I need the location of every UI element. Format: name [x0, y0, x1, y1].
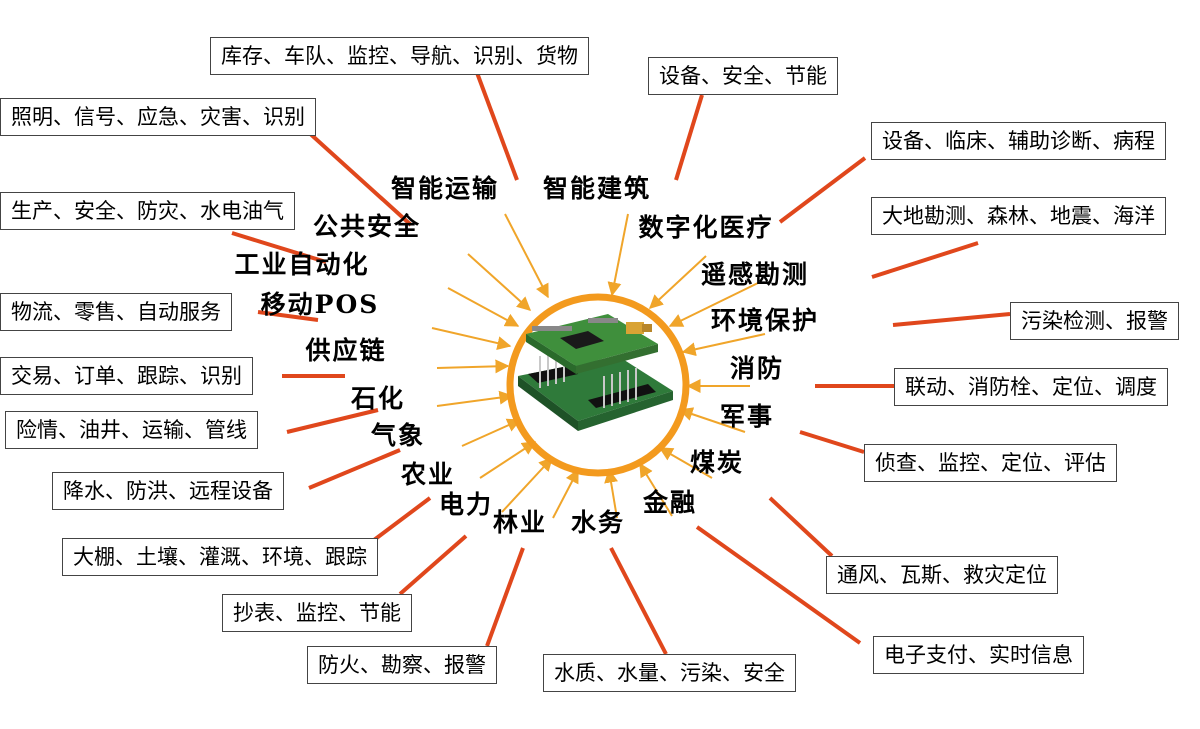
- category-label-public-safety: 公共安全: [312, 212, 422, 241]
- detail-box-water: 水质、水量、污染、安全: [543, 654, 796, 692]
- detail-box-forestry: 防火、勘察、报警: [307, 646, 497, 684]
- arrow-environment: [681, 333, 766, 357]
- detail-box-agriculture: 大棚、土壤、灌溉、环境、跟踪: [62, 538, 378, 576]
- detail-box-public-safety: 照明、信号、应急、灾害、识别: [0, 98, 316, 136]
- arrow-transport: [504, 213, 549, 299]
- arrow-supply-chain: [436, 359, 510, 374]
- arrow-petrochemical: [436, 390, 514, 407]
- category-label-petrochemical: 石化: [350, 384, 406, 413]
- arrow-remote-sensing: [668, 282, 759, 327]
- category-label-agriculture: 农业: [400, 460, 456, 489]
- category-label-remote-sensing: 遥感勘测: [700, 260, 810, 289]
- category-label-fire: 消防: [729, 354, 785, 383]
- connector-military: [799, 430, 865, 454]
- category-label-coal: 煤炭: [689, 448, 745, 477]
- arrow-power: [501, 456, 553, 513]
- category-label-water: 水务: [570, 508, 626, 537]
- connector-public-safety: [304, 128, 413, 227]
- connector-water: [609, 547, 668, 655]
- zigbee-module-image: [518, 314, 673, 431]
- arrow-lines: [431, 213, 766, 519]
- arrow-medical: [648, 255, 707, 309]
- category-label-weather: 气象: [370, 421, 426, 450]
- connector-transport: [471, 61, 519, 181]
- arrow-water: [604, 468, 618, 519]
- connector-building: [674, 94, 704, 181]
- detail-box-environment: 污染检测、报警: [1010, 302, 1179, 340]
- category-label-forestry: 林业: [492, 508, 548, 537]
- category-label-environment: 环境保护: [710, 306, 820, 335]
- detail-box-power: 抄表、监控、节能: [222, 594, 412, 632]
- connector-weather: [308, 448, 401, 490]
- connector-remote-sensing: [871, 241, 979, 279]
- detail-box-weather: 降水、防洪、远程设备: [52, 472, 284, 510]
- connector-petrochemical: [286, 408, 379, 434]
- center-ring: [506, 293, 690, 477]
- detail-box-remote-sensing: 大地勘测、森林、地震、海洋: [871, 197, 1166, 235]
- detail-box-finance: 电子支付、实时信息: [873, 636, 1084, 674]
- connector-mobile-pos: [257, 310, 319, 322]
- arrow-military: [678, 407, 746, 433]
- connector-power: [398, 534, 468, 596]
- detail-box-medical: 设备、临床、辅助诊断、病程: [871, 122, 1166, 160]
- arrow-industrial: [447, 287, 520, 327]
- connector-forestry: [485, 547, 525, 647]
- detail-box-coal: 通风、瓦斯、救灾定位: [826, 556, 1058, 594]
- category-label-mobile-pos: 移动POS: [260, 290, 380, 319]
- detail-box-transport: 库存、车队、监控、导航、识别、货物: [210, 37, 589, 75]
- category-label-building: 智能建筑: [542, 174, 652, 203]
- category-label-supply-chain: 供应链: [305, 336, 387, 365]
- arrow-agriculture: [479, 441, 537, 479]
- connector-coal: [768, 496, 834, 558]
- detail-box-petrochemical: 险情、油井、运输、管线: [5, 411, 258, 449]
- category-label-finance: 金融: [642, 488, 698, 517]
- category-label-power: 电力: [438, 490, 494, 519]
- detail-box-military: 侦查、监控、定位、评估: [864, 444, 1117, 482]
- detail-box-fire: 联动、消防栓、定位、调度: [894, 368, 1168, 406]
- arrow-mobile-pos: [431, 327, 512, 350]
- arrow-building: [607, 213, 629, 297]
- connector-lines: [231, 61, 1011, 655]
- category-label-military: 军事: [719, 402, 775, 431]
- detail-box-mobile-pos: 物流、零售、自动服务: [0, 293, 232, 331]
- category-label-transport: 智能运输: [390, 174, 500, 203]
- connector-medical: [778, 156, 867, 224]
- detail-box-industrial: 生产、安全、防灾、水电油气: [0, 192, 295, 230]
- detail-box-supply-chain: 交易、订单、跟踪、识别: [0, 357, 253, 395]
- arrow-forestry: [552, 468, 579, 519]
- arrow-finance: [639, 462, 673, 517]
- arrow-public-safety: [467, 253, 532, 311]
- arrow-weather: [461, 418, 522, 447]
- detail-box-building: 设备、安全、节能: [648, 57, 838, 95]
- connector-environment: [892, 312, 1011, 327]
- connector-agriculture: [372, 496, 432, 542]
- connector-finance: [695, 525, 862, 645]
- connector-industrial: [231, 231, 327, 264]
- arrow-coal: [658, 447, 713, 479]
- category-label-medical: 数字化医疗: [638, 213, 774, 242]
- category-label-industrial: 工业自动化: [234, 250, 370, 279]
